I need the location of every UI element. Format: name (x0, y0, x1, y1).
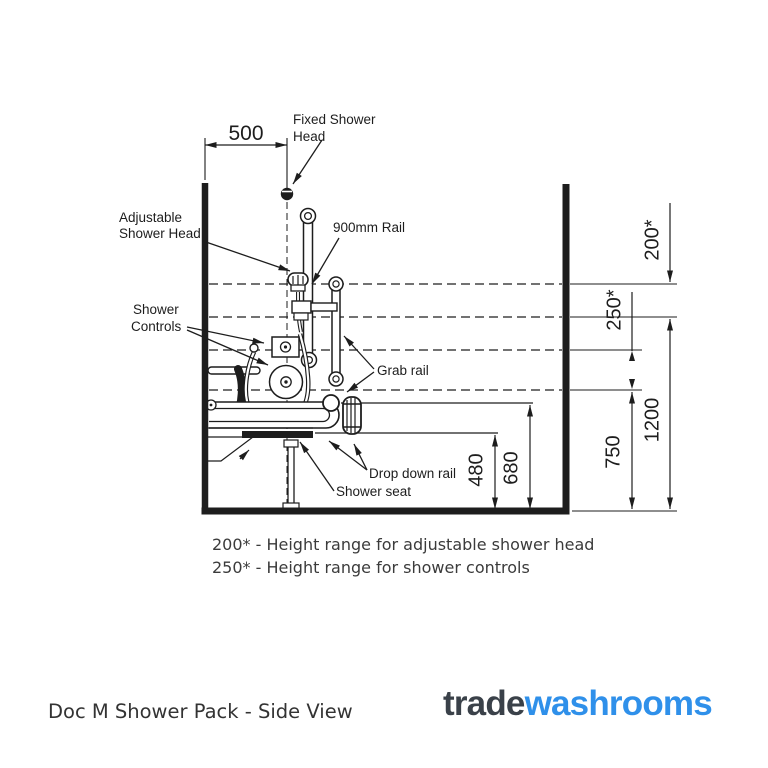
label-shower-seat: Shower seat (336, 484, 411, 499)
footnotes: 200* - Height range for adjustable showe… (212, 534, 594, 579)
label-fixed-shower-head-1: Fixed Shower (293, 112, 376, 127)
fixed-shower-head (280, 187, 294, 201)
label-900mm-rail: 900mm Rail (333, 220, 405, 235)
leader-shower-seat (299, 441, 335, 492)
dim-200-text: 200* (641, 219, 663, 260)
label-grab-rail: Grab rail (377, 363, 429, 378)
leader-drop-down-1 (328, 440, 368, 471)
dim-250-text: 250* (603, 289, 625, 330)
shower-controls (249, 336, 304, 400)
dimension-500: 500 (204, 122, 288, 188)
room-structure (201, 183, 570, 515)
label-adjustable-head-2: Shower Head (119, 226, 201, 241)
leader-900mm-rail (311, 237, 340, 285)
adjustable-shower-head (287, 272, 338, 333)
dimension-1200: 1200 (641, 319, 673, 509)
leader-lines (186, 139, 375, 492)
dimension-680: 680 (500, 405, 533, 509)
dim-1200-text: 1200 (641, 398, 663, 443)
logo-trade: trade (443, 684, 525, 723)
dim-750-text: 750 (602, 435, 624, 468)
leader-grab-rail-1 (343, 335, 375, 370)
label-fixed-shower-head-2: Head (293, 129, 325, 144)
leader-fixed-head (292, 139, 323, 185)
dimension-200: 200* (641, 203, 673, 282)
leader-adjustable-head (202, 240, 291, 272)
component-labels: Fixed Shower Head Adjustable Shower Head… (119, 112, 456, 499)
dim-480-text: 480 (465, 453, 487, 486)
label-drop-down-rail: Drop down rail (369, 466, 456, 481)
dimension-750: 750 (602, 392, 635, 509)
diagram-caption: Doc M Shower Pack - Side View (48, 700, 353, 723)
footnote-200: 200* - Height range for adjustable showe… (212, 535, 595, 554)
dimension-480: 480 (465, 435, 498, 509)
leader-drop-down-2 (353, 443, 368, 471)
level-lines (209, 283, 562, 391)
footnote-250: 250* - Height range for shower controls (212, 557, 530, 577)
leader-controls-2 (186, 329, 269, 366)
dim-500-text: 500 (228, 122, 263, 145)
dimension-250: 250* (603, 289, 635, 389)
vertical-grab-rail (328, 276, 344, 387)
label-shower-controls-1: Shower (133, 302, 179, 317)
tradewashrooms-logo: tradewashrooms (443, 684, 713, 724)
leader-grab-rail-2 (346, 371, 375, 393)
wall-rail-tube (207, 366, 261, 375)
folded-drop-down-rail (322, 394, 362, 435)
dim-680-text: 680 (500, 451, 522, 484)
drop-down-rail (205, 399, 340, 429)
shower-seat (208, 427, 313, 510)
label-shower-controls-2: Controls (131, 319, 182, 334)
extension-lines (570, 283, 677, 512)
label-adjustable-head-1: Adjustable (119, 210, 182, 225)
logo-washrooms: washrooms (524, 684, 713, 723)
leader-controls-1 (186, 326, 265, 344)
